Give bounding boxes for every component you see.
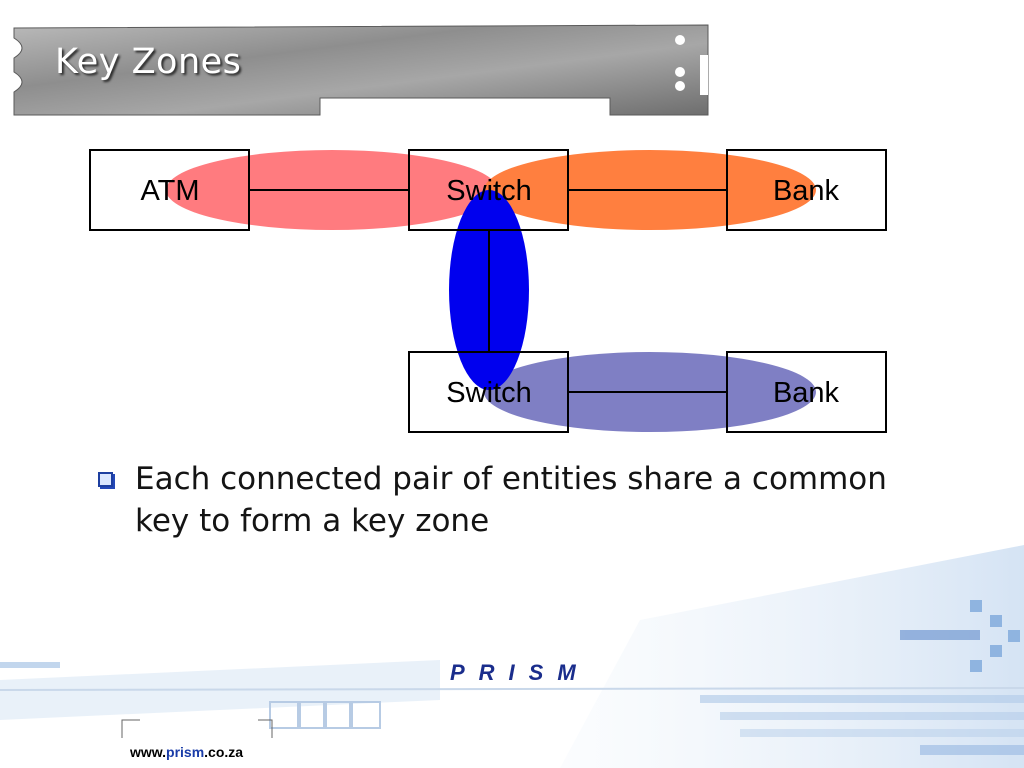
bullet-square-icon [98,472,113,487]
label-switch-bottom: Switch [446,377,531,409]
prism-logo: PRISM [450,660,590,685]
node-bank-top [726,149,887,231]
label-switch-top: Switch [446,175,531,207]
node-atm [89,149,250,231]
bullet-text: Each connected pair of entities share a … [135,461,887,539]
url-suffix: .co.za [204,744,244,760]
node-switch-bottom [408,351,569,433]
label-bank-top: Bank [773,175,840,207]
url-brand: prism [166,744,205,760]
title-banner [13,24,709,116]
node-bank-bottom [726,351,887,433]
label-bank-bottom: Bank [773,377,840,409]
url-prefix: www. [130,744,167,760]
label-atm: ATM [140,175,199,207]
footer-url[interactable]: www.prism.co.za [130,744,243,760]
slide-title: Key Zones [55,42,242,82]
node-switch-top [408,149,569,231]
